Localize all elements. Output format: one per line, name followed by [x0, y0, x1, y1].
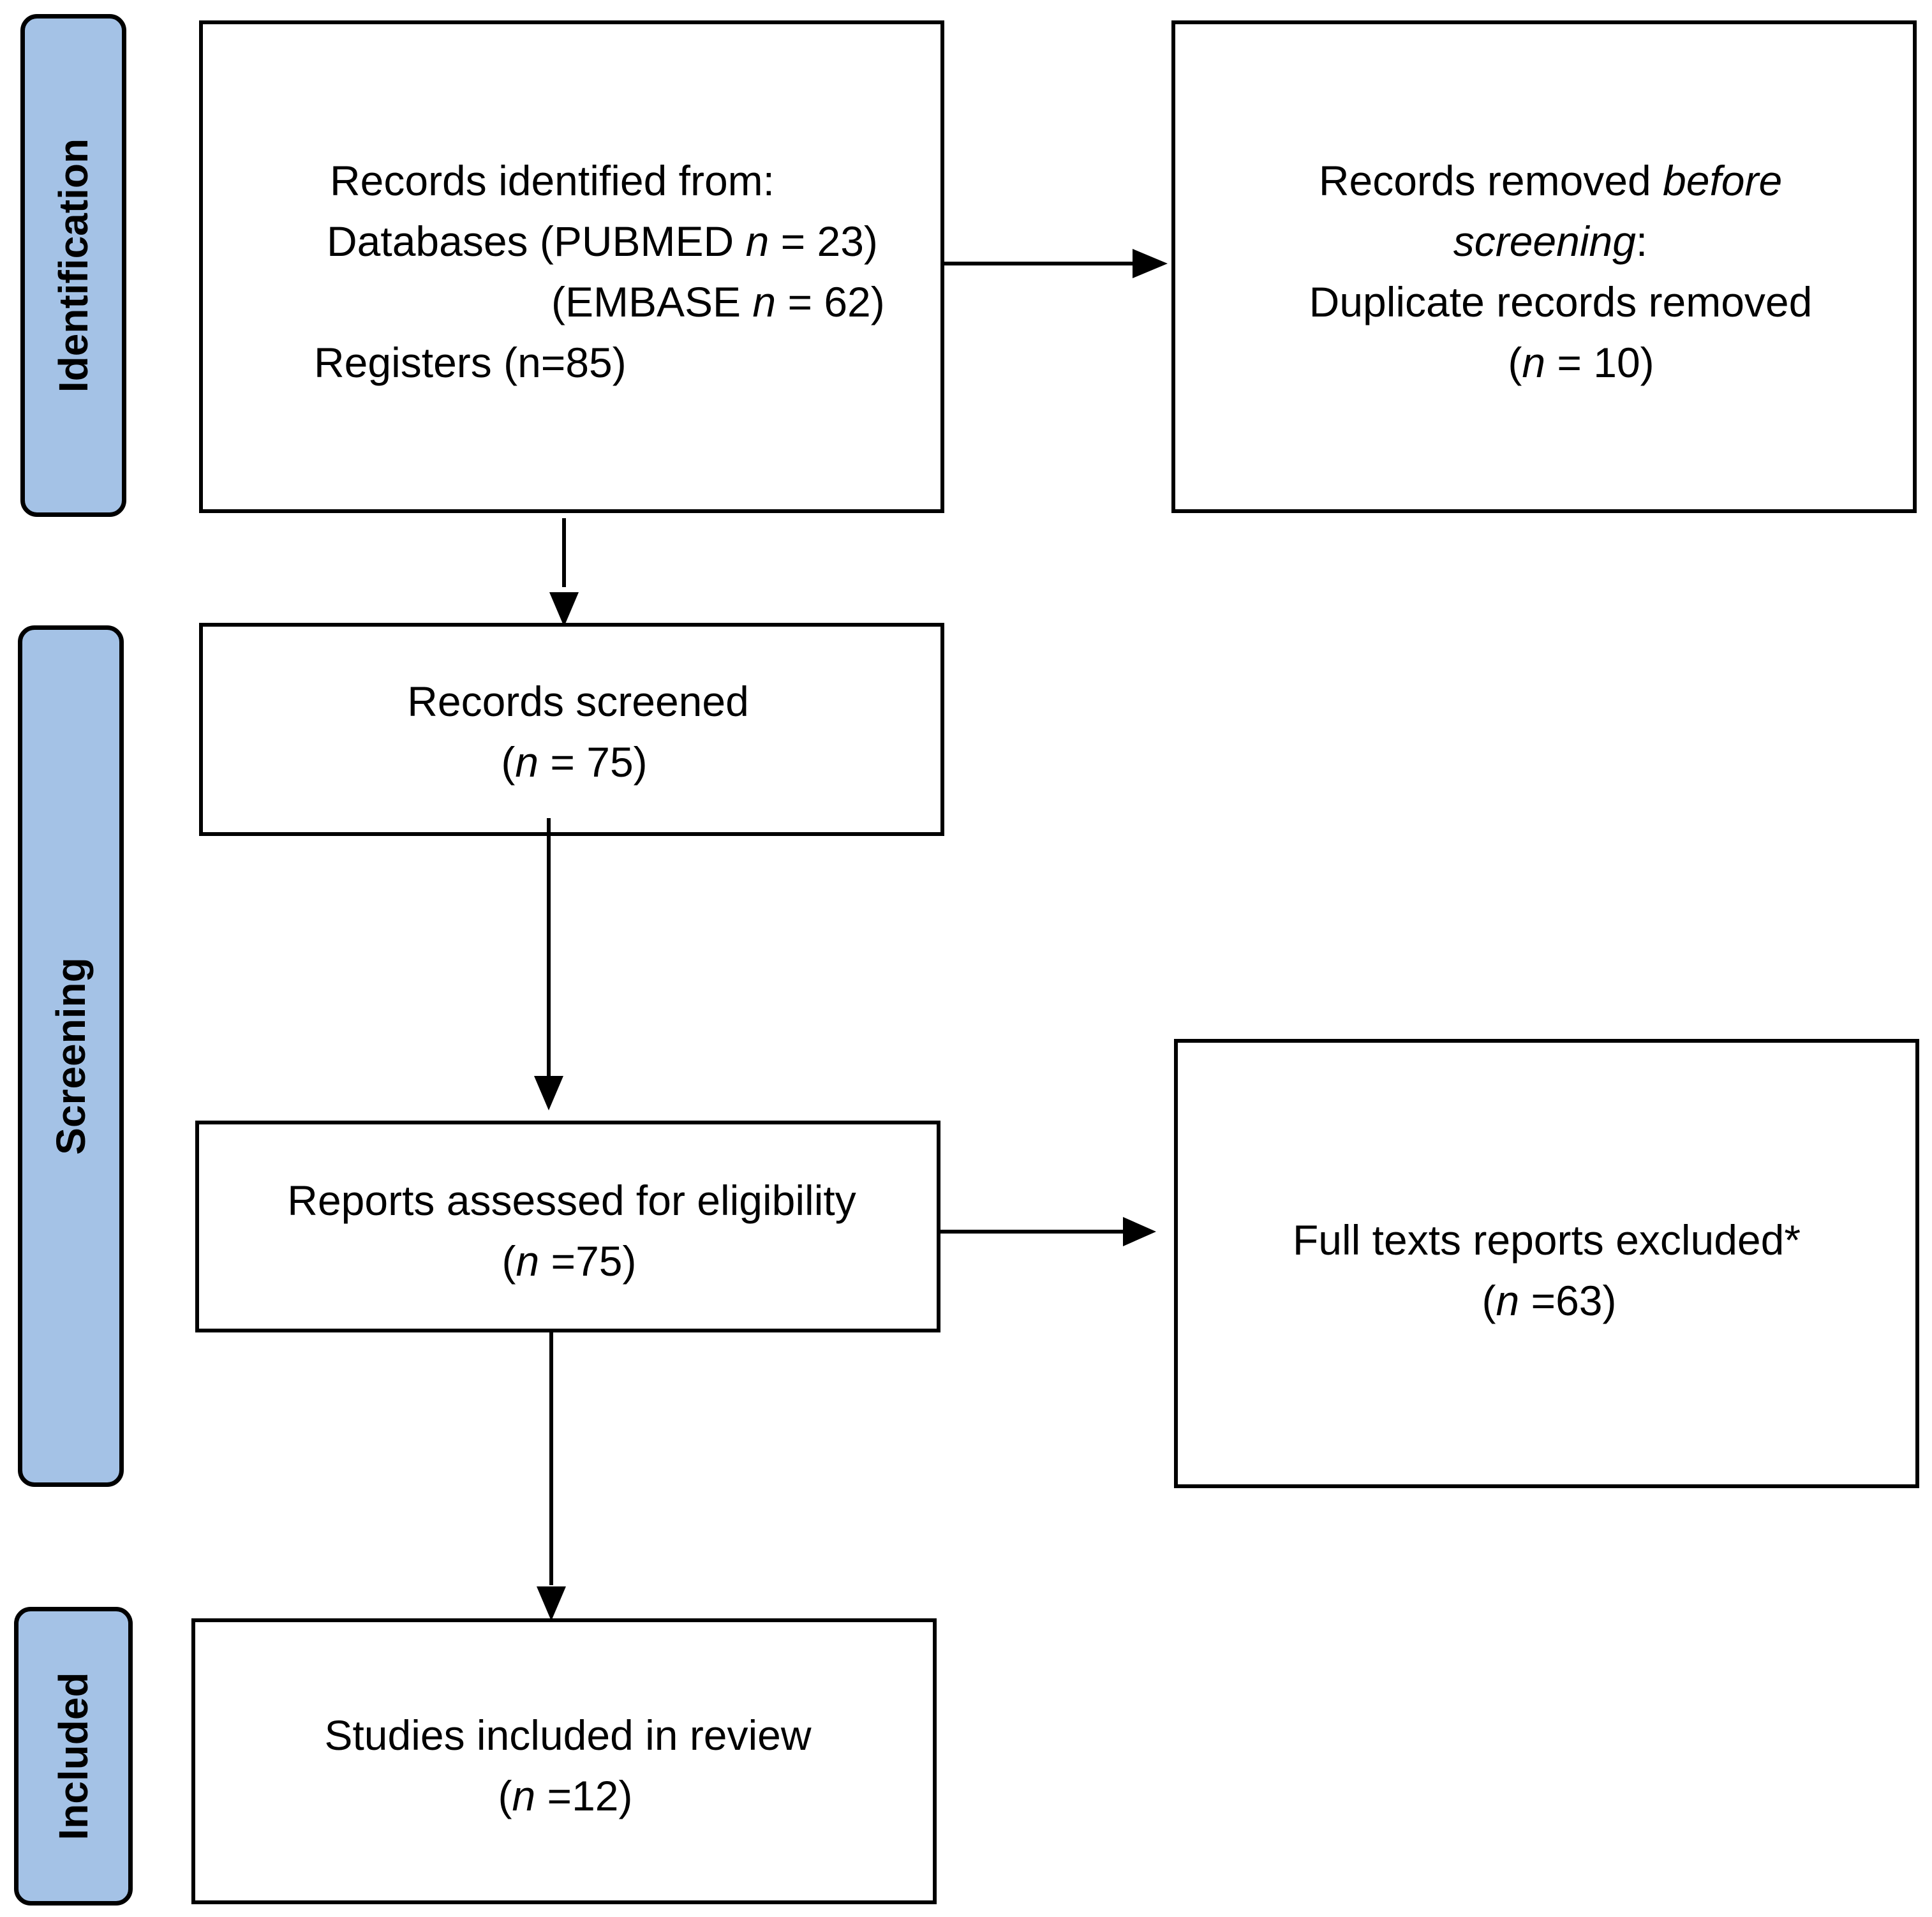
- reports-excluded-box: Full texts reports excluded* (n =63): [1174, 1039, 1919, 1488]
- eligibility-box: Reports assessed for eligibility (n =75): [195, 1121, 940, 1332]
- eligibility-label: Reports assessed for eligibility: [287, 1177, 856, 1224]
- phase-identification: Identification: [20, 14, 126, 517]
- included-label: Studies included in review: [324, 1712, 812, 1759]
- arrowhead-included: [537, 1586, 566, 1621]
- arrowhead-eligibility: [534, 1076, 563, 1110]
- screened-count: (n = 75): [501, 738, 648, 786]
- removed-heading: Records removed before: [1318, 157, 1783, 204]
- identified-registers: Registers (n=85): [314, 339, 627, 386]
- phase-included: Included: [14, 1607, 133, 1906]
- eligibility-count: (n =75): [502, 1237, 637, 1285]
- removed-screening: screening:: [1453, 218, 1648, 265]
- identified-pubmed: Databases (PUBMED n = 23): [327, 218, 878, 265]
- identified-embase: (EMBASE n = 62): [551, 278, 885, 325]
- removed-count: (n = 10): [1508, 339, 1654, 386]
- phase-screening: Screening: [18, 625, 124, 1487]
- records-screened-box: Records screened (n = 75): [199, 623, 944, 836]
- excluded-count: (n =63): [1482, 1277, 1617, 1324]
- screened-label: Records screened: [407, 678, 749, 725]
- records-identified-box: Records identified from: Databases (PUBM…: [199, 20, 944, 513]
- arrowhead-screened: [549, 592, 579, 627]
- included-count: (n =12): [498, 1772, 633, 1819]
- arrowhead-removed: [1133, 249, 1168, 278]
- identified-heading: Records identified from:: [330, 157, 775, 204]
- excluded-label: Full texts reports excluded*: [1292, 1216, 1801, 1264]
- records-removed-box: Records removed before screening: Duplic…: [1171, 20, 1917, 513]
- studies-included-box: Studies included in review (n =12): [191, 1618, 937, 1904]
- arrowhead-excluded: [1123, 1217, 1156, 1246]
- removed-duplicates: Duplicate records removed: [1309, 278, 1813, 325]
